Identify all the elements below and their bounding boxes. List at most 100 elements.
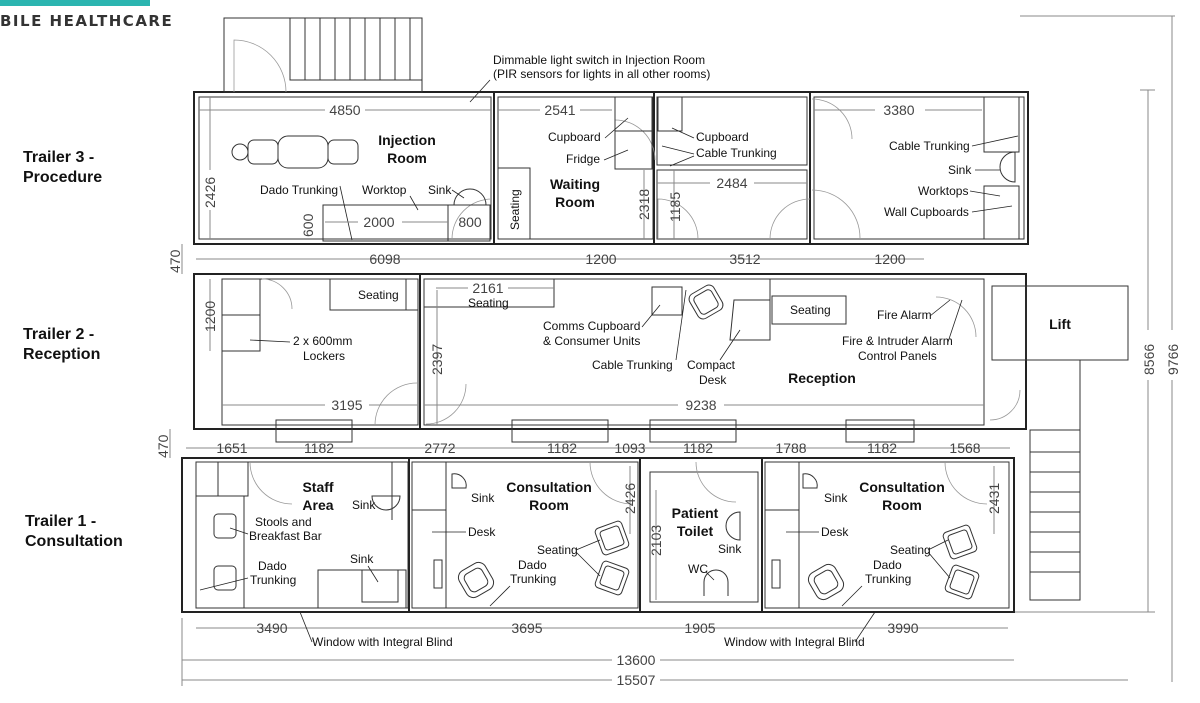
- fridge-box: [614, 130, 653, 170]
- injection-room-title-2: Room: [387, 150, 427, 166]
- waiting-seating-label: Seating: [508, 189, 522, 230]
- seating-chair-icon-1b: [594, 560, 630, 596]
- dim-3695: 3695: [511, 620, 542, 636]
- lighting-note-1: Dimmable light switch in Injection Room: [493, 53, 705, 67]
- trailer-3-line1: Trailer 3 -: [23, 149, 95, 166]
- dim-1185: 1185: [667, 192, 683, 222]
- cupboard-box: [614, 96, 653, 132]
- dim-2772: 2772: [424, 440, 455, 456]
- compact-desk: [729, 299, 771, 341]
- trailer-3-label: Trailer 3 - Procedure: [23, 148, 102, 188]
- brand-name: BILE HEALTHCARE: [0, 12, 174, 30]
- dim-13600: 13600: [617, 652, 656, 668]
- sink-label-c1: Sink: [471, 491, 495, 505]
- dim-2484: 2484: [716, 175, 747, 191]
- trailer-2-plan: [193, 273, 1129, 601]
- office-chair-icon-1: [457, 561, 495, 599]
- waiting-room-title-1: Waiting: [550, 176, 600, 192]
- seating-chair-icon-2b: [944, 564, 980, 600]
- lighting-note-2: (PIR sensors for lights in all other roo…: [493, 67, 710, 81]
- dado-label-c2-2: Trunking: [865, 572, 911, 586]
- stair-landing: [223, 17, 423, 93]
- dim-1200-c: 1200: [202, 301, 218, 332]
- dim-1182-b: 1182: [547, 440, 577, 456]
- dim-9766: 9766: [1165, 344, 1181, 375]
- dim-2541: 2541: [544, 102, 575, 118]
- trailer-1-dimensions: 2426 2103 2431 3490 3695 1905 3990 Windo…: [181, 330, 1181, 688]
- lockers-label-1: 2 x 600mm: [293, 334, 352, 348]
- dim-2426: 2426: [202, 177, 218, 208]
- dim-2431: 2431: [986, 483, 1002, 514]
- wall-cupboards-label: Wall Cupboards: [884, 205, 969, 219]
- lockers-label-2: Lockers: [303, 349, 345, 363]
- staff-area-title-2: Area: [302, 497, 333, 513]
- dim-1182-d: 1182: [867, 440, 897, 456]
- waiting-seating-bench: [497, 167, 531, 240]
- stools-label-2: Breakfast Bar: [249, 529, 322, 543]
- dim-2397: 2397: [429, 344, 445, 375]
- sink-label: Sink: [428, 183, 452, 197]
- dim-3490: 3490: [256, 620, 287, 636]
- dental-chair-icon: [231, 135, 359, 169]
- dim-1788: 1788: [775, 440, 806, 456]
- trailer-1-line1: Trailer 1 -: [25, 513, 97, 530]
- seating-bench-2: [423, 278, 555, 308]
- dim-9238: 9238: [685, 397, 716, 413]
- dim-1568: 1568: [949, 440, 980, 456]
- compact-desk-label-1: Compact: [687, 358, 736, 372]
- trailer-1-outline: [181, 457, 1015, 613]
- trailer-3-texts: Dimmable light switch in Injection Room …: [260, 53, 1019, 241]
- comms-cupboard-label-2: & Consumer Units: [543, 334, 640, 348]
- dim-1093: 1093: [614, 440, 645, 456]
- reception-title: Reception: [788, 370, 856, 386]
- reception-seating-box: [771, 295, 847, 325]
- dim-2426-c1: 2426: [622, 483, 638, 514]
- sink-label-toilet: Sink: [718, 542, 742, 556]
- sink-label-staff: Sink: [352, 498, 376, 512]
- dim-2318: 2318: [636, 189, 652, 220]
- sink-label-c2: Sink: [824, 491, 848, 505]
- trailer-3-dimensions: 4850 2541 3380 2484 2426 600 2000 800 23…: [167, 97, 982, 274]
- sink-label-2: Sink: [948, 163, 972, 177]
- trailer-2-line1: Trailer 2 -: [23, 326, 95, 343]
- dim-470-bottom: 470: [155, 434, 171, 458]
- dim-1200-b: 1200: [874, 251, 905, 267]
- dim-3195: 3195: [331, 397, 362, 413]
- consultation-2-title-2: Room: [882, 497, 922, 513]
- office-chair-icon-reception: [688, 284, 724, 320]
- office-chair-icon-2: [807, 563, 845, 601]
- consultation-1-title-2: Room: [529, 497, 569, 513]
- dado-label-c1-1: Dado: [518, 558, 547, 572]
- fridge-label: Fridge: [566, 152, 600, 166]
- trailer-3-plan: [193, 17, 1029, 245]
- desk-label-c2: Desk: [821, 525, 849, 539]
- dado-label-staff-1: Dado: [258, 559, 287, 573]
- dim-3380: 3380: [883, 102, 914, 118]
- fire-alarm-label: Fire Alarm: [877, 308, 932, 322]
- consultation-2-title-1: Consultation: [859, 479, 945, 495]
- seating-chair-icon-2a: [942, 524, 978, 560]
- desk-label-c1: Desk: [468, 525, 496, 539]
- staff-area-title-1: Staff: [302, 479, 333, 495]
- seating-label-c2: Seating: [890, 543, 931, 557]
- cable-trunking-label: Cable Trunking: [696, 146, 777, 160]
- trailer-2-texts: Seating 2 x 600mm Lockers Seating Comms …: [249, 288, 1071, 387]
- seating-label-staff: Seating: [358, 288, 399, 302]
- injection-room-title-1: Injection: [378, 132, 436, 148]
- comms-cupboard-label-1: Comms Cupboard: [543, 319, 640, 333]
- stools-label-1: Stools and: [255, 515, 312, 529]
- cable-trunking-label-2: Cable Trunking: [889, 139, 970, 153]
- patient-toilet-title-2: Toilet: [677, 523, 714, 539]
- waiting-room-title-2: Room: [555, 194, 595, 210]
- patient-toilet-title-1: Patient: [672, 505, 719, 521]
- cupboard-label: Cupboard: [548, 130, 601, 144]
- dim-1182-c: 1182: [683, 440, 713, 456]
- comms-cupboard-box: [651, 286, 683, 316]
- dim-3990: 3990: [887, 620, 918, 636]
- dim-15507: 15507: [617, 672, 656, 688]
- seating-label-reception: Seating: [468, 296, 509, 310]
- window-blind-label-2: Window with Integral Blind: [724, 635, 865, 649]
- consultation-1-title-1: Consultation: [506, 479, 592, 495]
- compact-desk-label-2: Desk: [699, 373, 727, 387]
